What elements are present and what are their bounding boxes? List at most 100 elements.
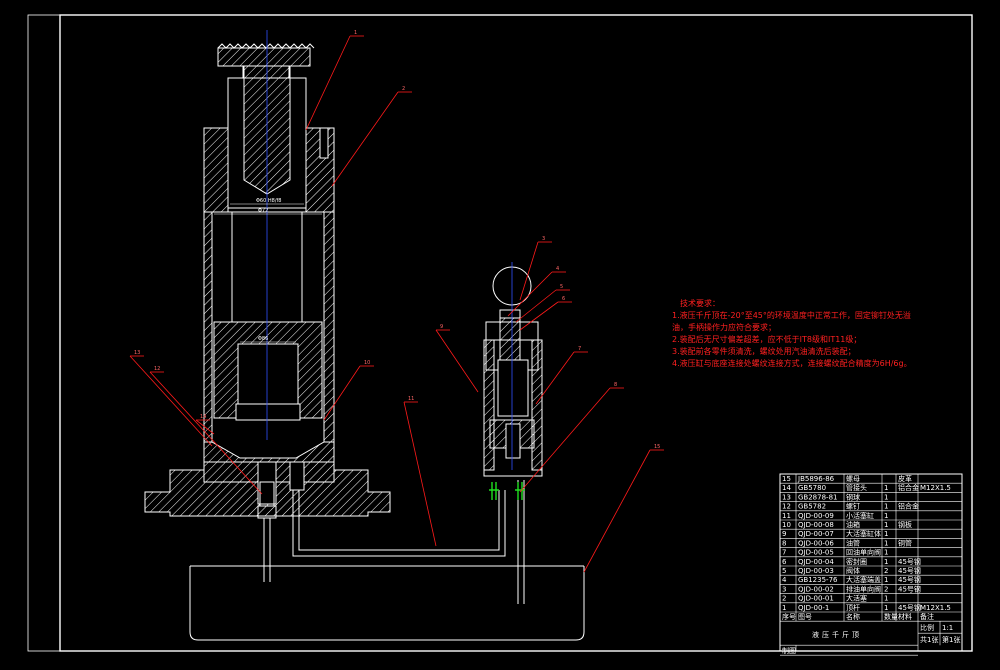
parts-cell: 1 — [884, 493, 888, 501]
parts-cell: 4 — [782, 576, 787, 584]
leader-label: 11 — [408, 396, 414, 402]
leader-line — [519, 241, 539, 301]
parts-cell: QJD-00-09 — [798, 512, 834, 520]
notes-line-1: 1.液压千斤顶在-20°至45°的环境温度中正常工作，固定铆钉处无溢 — [672, 310, 911, 320]
top-cap-knurl — [217, 43, 315, 49]
leader-label: 15 — [654, 444, 660, 450]
parts-cell: 3 — [782, 585, 786, 593]
parts-cell: 2 — [884, 585, 888, 593]
parts-cell: 1 — [884, 576, 888, 584]
parts-cell: 顶杆 — [846, 603, 860, 612]
leader-line — [435, 329, 479, 393]
parts-cell: 12 — [782, 503, 791, 511]
leader-line — [519, 387, 611, 493]
parts-cell: 阀体 — [846, 566, 860, 575]
leader-label: 1 — [354, 30, 357, 36]
fitting-left — [489, 482, 499, 500]
parts-cell: 9 — [782, 530, 786, 538]
parts-cell: QJD-00-07 — [798, 530, 834, 538]
sheet-number: 第1张 — [942, 635, 960, 644]
leader-line — [129, 355, 213, 447]
parts-cell: 钢球 — [846, 492, 860, 501]
base-port-left — [257, 461, 277, 505]
notes-line-2: 油，手柄操作力应符合要求； — [672, 322, 776, 332]
parts-cell: 1 — [884, 512, 888, 520]
parts-cell: GB1235-76 — [798, 576, 838, 584]
parts-cell: 10 — [782, 521, 791, 529]
parts-cell: 螺钉 — [846, 502, 860, 511]
parts-cell: 铜管 — [898, 538, 912, 547]
parts-cell: 大活塞缸体 — [846, 529, 881, 538]
parts-cell: 2 — [884, 567, 888, 575]
parts-cell: QJD-00-01 — [798, 595, 834, 603]
parts-cell: JB5896-86 — [797, 475, 835, 483]
leader-label: 7 — [578, 346, 581, 352]
parts-cell: M12X1.5 — [920, 604, 951, 612]
leader-line — [195, 419, 215, 435]
top-cap — [217, 47, 311, 67]
parts-cell: QJD-00-06 — [798, 539, 834, 547]
parts-cell: 1 — [884, 521, 888, 529]
parts-cell: QJD-00-08 — [798, 521, 834, 529]
oil-tank — [189, 566, 585, 641]
parts-cell: 45号钢 — [898, 566, 921, 575]
sheet-count: 共1张 — [920, 635, 938, 644]
parts-cell: 铝合金 — [898, 483, 919, 492]
leader-label: 4 — [556, 266, 559, 272]
fitting-right — [515, 482, 525, 500]
drawing-title: 液压千斤顶 — [812, 630, 862, 639]
parts-cell: 6 — [782, 558, 787, 566]
parts-header: 材料 — [898, 612, 912, 621]
parts-cell: 油管 — [846, 538, 860, 547]
parts-cell: 5 — [782, 567, 786, 575]
leader-line — [515, 289, 557, 323]
parts-cell: 7 — [782, 549, 786, 557]
parts-cell: 钢板 — [898, 520, 912, 529]
leader-label: 10 — [364, 360, 370, 366]
notes-line-5: 4.液压缸与底座连接处螺纹连接方式，连接螺纹配合精度为6H/6g。 — [672, 358, 912, 368]
dim-label-1: Φ60 H8/f8 — [256, 198, 281, 204]
parts-cell: 14 — [782, 484, 791, 492]
title-block-frame — [779, 473, 963, 652]
leader-label: 12 — [154, 366, 160, 372]
parts-cell: 2 — [782, 595, 786, 603]
fittings — [489, 482, 525, 500]
parts-cell: M12X1.5 — [920, 484, 951, 492]
oil-pipe-inner — [298, 490, 500, 551]
leader-line — [535, 351, 575, 405]
parts-cell: QJD-00-02 — [798, 585, 834, 593]
parts-cell: 15 — [782, 475, 791, 483]
sheet-inner-border — [59, 14, 973, 652]
notes-line-3: 2.装配后无尺寸偏差超差，应不低于IT8级和IT11级； — [672, 334, 861, 344]
parts-cell: QJD-00-05 — [798, 549, 834, 557]
leader-label: 3 — [542, 236, 545, 242]
parts-cell: 1 — [884, 595, 888, 603]
parts-cell: GB2878-81 — [798, 493, 837, 501]
leader-line — [519, 301, 559, 331]
leader-label: 14 — [200, 414, 206, 420]
notes-line-4: 3.装配前各零件须清洗，螺纹处用汽油清洗后装配； — [672, 346, 856, 356]
parts-cell: 铝合金 — [898, 502, 919, 511]
parts-cell: GB5782 — [798, 503, 826, 511]
parts-cell: 45号钢 — [898, 603, 921, 612]
drawn-label: 制图 — [782, 646, 796, 655]
parts-cell: QJD-00-1 — [798, 604, 829, 612]
parts-cell: 皮革 — [898, 474, 912, 483]
parts-cell: QJD-00-04 — [798, 558, 834, 566]
parts-cell: 11 — [782, 512, 791, 520]
leader-label: 5 — [560, 284, 563, 290]
leader-label: 13 — [134, 350, 140, 356]
leader-label: 9 — [440, 324, 443, 330]
parts-cell: GB5780 — [798, 484, 826, 492]
pump-screw — [499, 317, 521, 361]
parts-cell: 45号钢 — [898, 557, 921, 566]
notes-heading: 技术要求： — [680, 298, 720, 308]
parts-cell: 1 — [884, 530, 888, 538]
technical-requirements: 技术要求： 1.液压千斤顶在-20°至45°的环境温度中正常工作，固定铆钉处无溢… — [672, 298, 912, 368]
parts-cell: 1 — [884, 539, 888, 547]
leader-line — [331, 91, 399, 187]
leader-line — [507, 271, 553, 317]
